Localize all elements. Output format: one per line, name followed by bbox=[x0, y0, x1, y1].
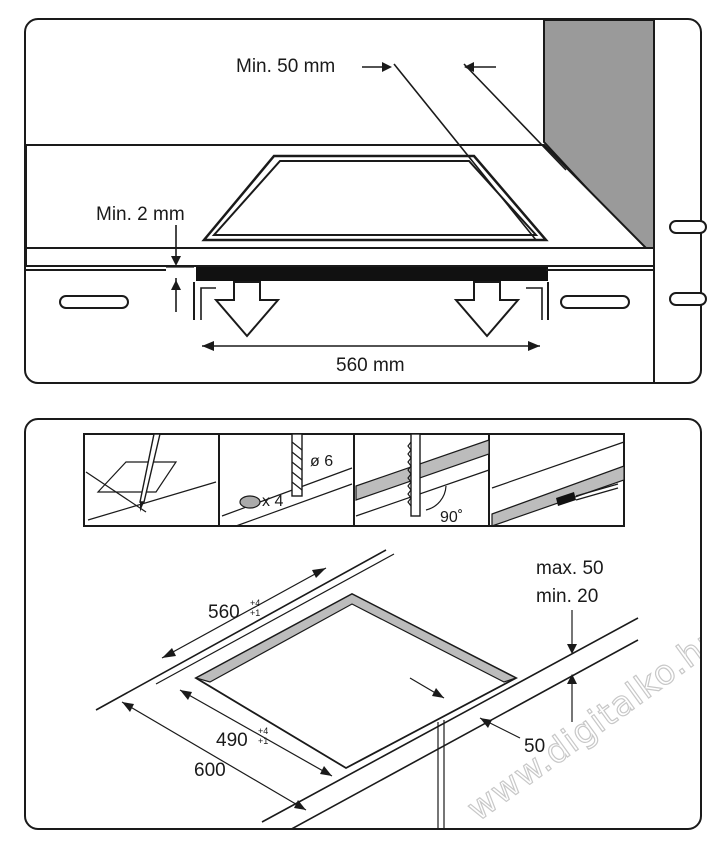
label-saw-angle: 90˚ bbox=[440, 509, 463, 526]
min-50-guide-line-a bbox=[393, 63, 537, 241]
drill-hole-icon bbox=[239, 495, 261, 509]
drawer-handle-left bbox=[59, 295, 129, 309]
step-sawing: 90˚ bbox=[355, 433, 490, 526]
airflow-arrow-right bbox=[453, 281, 521, 338]
installation-steps-strip: ø 6 x 4 90˚ bbox=[83, 433, 625, 527]
cutout-inner-walls bbox=[194, 593, 518, 683]
step-marking bbox=[85, 433, 217, 521]
label-cut-width: 560 bbox=[208, 602, 240, 623]
top-diagram-panel: 560 mm Min. 2 mm Min. 50 mm bbox=[24, 18, 702, 384]
dimension-490: 490 +4 +1 bbox=[179, 689, 333, 777]
label-min-50-mm: Min. 50 mm bbox=[236, 56, 335, 77]
dimension-560: 560 +4 +1 bbox=[161, 567, 327, 659]
hob-inner-outline bbox=[211, 160, 539, 236]
drill-bit-icon bbox=[291, 433, 303, 497]
step-sealing bbox=[491, 441, 625, 527]
cutout-right-edge bbox=[526, 287, 543, 320]
min-50-guide-line-b bbox=[463, 63, 567, 171]
min-2-arrow-down-head bbox=[171, 256, 181, 266]
cutout-left-edge bbox=[200, 287, 216, 320]
worktop-perspective bbox=[95, 549, 639, 828]
drawer-handle-right bbox=[560, 295, 630, 309]
dimension-600: 600 bbox=[121, 701, 307, 811]
bottom-installation-diagram: ø 6 x 4 90˚ bbox=[83, 433, 700, 828]
hob-underside-body bbox=[196, 267, 548, 281]
top-installation-diagram: 560 mm Min. 2 mm Min. 50 mm bbox=[26, 20, 655, 382]
dimension-560-guide bbox=[155, 553, 395, 685]
label-cut-width-tol-upper: +4 bbox=[250, 598, 260, 608]
label-560-mm: 560 mm bbox=[336, 355, 405, 376]
label-cut-depth-tol-upper: +4 bbox=[258, 726, 268, 736]
worktop-front-top-edge bbox=[261, 617, 639, 823]
dimension-worktop-thickness: max. 50 min. 20 bbox=[536, 558, 604, 722]
label-drill-diameter: ø 6 bbox=[310, 453, 333, 470]
dimension-560-arrow-left bbox=[202, 341, 214, 351]
min-2-arrow-up-head bbox=[171, 280, 181, 290]
label-cut-width-tol-lower: +1 bbox=[250, 608, 260, 618]
dimension-560-arrow-right bbox=[528, 341, 540, 351]
bottom-diagram-panel: ø 6 x 4 90˚ bbox=[24, 418, 702, 830]
worktop-front-edge bbox=[26, 247, 655, 267]
outside-handle-a bbox=[669, 220, 707, 234]
jigsaw-blade-icon bbox=[410, 433, 421, 517]
hob-outer-outline bbox=[201, 154, 549, 242]
label-edge-distance: 50 bbox=[524, 736, 545, 757]
label-worktop-depth: 600 bbox=[194, 760, 226, 781]
dimension-50-edge: 50 bbox=[409, 677, 545, 757]
outside-handle-b bbox=[669, 292, 707, 306]
min-50-arrow-head-b bbox=[464, 62, 474, 72]
label-cut-depth: 490 bbox=[216, 730, 248, 751]
label-max-thickness: max. 50 bbox=[536, 558, 604, 579]
label-min-thickness: min. 20 bbox=[536, 586, 598, 607]
label-min-2-mm: Min. 2 mm bbox=[96, 204, 185, 225]
step-drilling: ø 6 x 4 bbox=[221, 433, 353, 527]
label-cut-depth-tol-lower: +1 bbox=[258, 736, 268, 746]
min-50-arrow-head-a bbox=[382, 62, 392, 72]
label-hole-count: x 4 bbox=[262, 493, 283, 510]
worktop-back-edge bbox=[95, 549, 387, 711]
worktop-front-bottom-edge bbox=[291, 639, 639, 828]
airflow-arrow-left bbox=[213, 281, 281, 338]
seal-brush-icon bbox=[556, 492, 576, 506]
